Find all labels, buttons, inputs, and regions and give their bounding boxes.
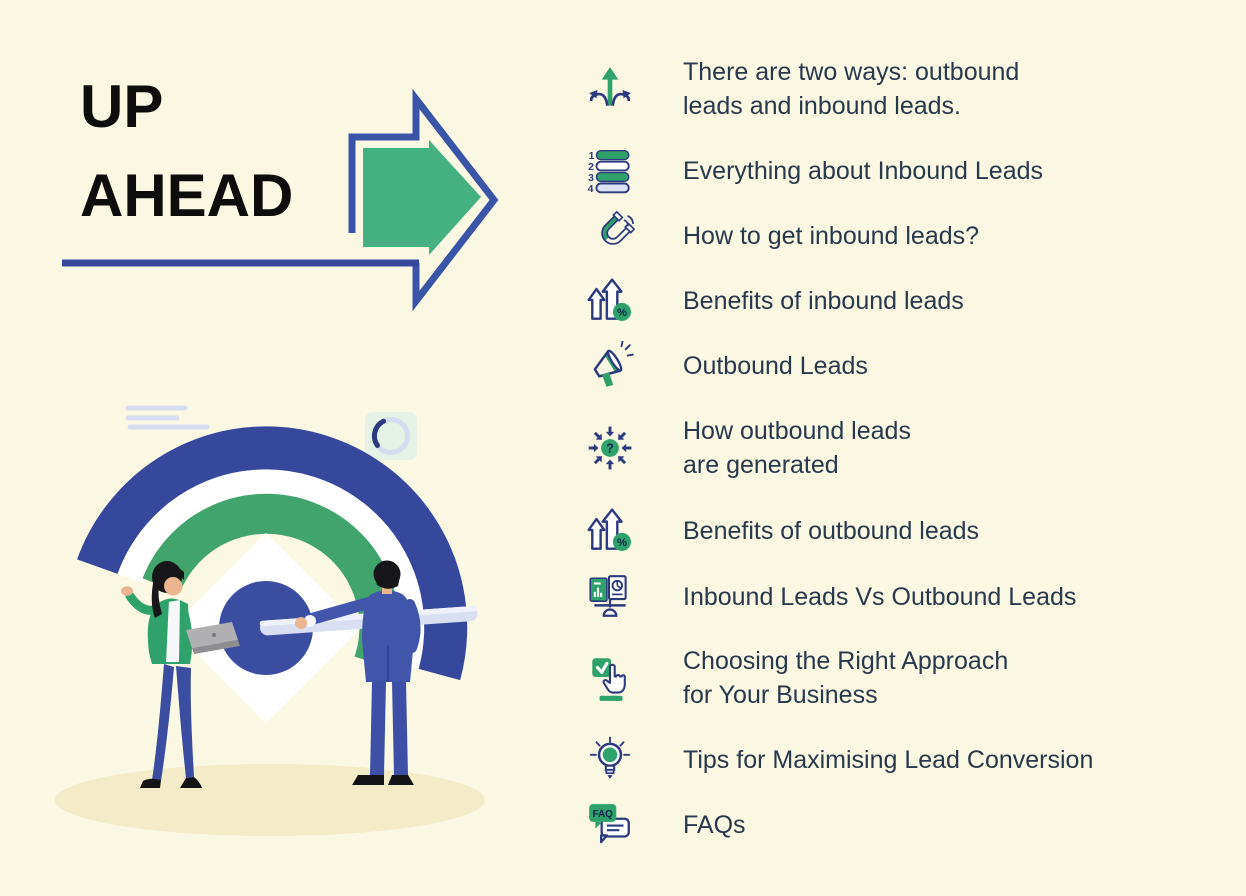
skeleton-lines-decor bbox=[125, 405, 210, 430]
page-title-line1: UP bbox=[80, 73, 164, 140]
idea-bulb-icon bbox=[583, 735, 637, 785]
faq-bubbles-icon: FAQ bbox=[583, 800, 637, 850]
megaphone-icon bbox=[583, 341, 637, 391]
arrow-graphic bbox=[62, 88, 499, 312]
toc-item-label: Benefits of outbound leads bbox=[683, 517, 980, 545]
report-comparison-icon bbox=[583, 572, 637, 622]
choose-click-icon bbox=[583, 653, 637, 703]
svg-text:?: ? bbox=[606, 442, 614, 456]
svg-text:4: 4 bbox=[588, 184, 594, 195]
toc-item-how-outbound-generated: ? How outbound leads are generated bbox=[583, 417, 911, 479]
growth-percent-icon: % bbox=[583, 276, 637, 326]
svg-text:1: 1 bbox=[589, 151, 595, 162]
toc-item-label: Tips for Maximising Lead Conversion bbox=[683, 746, 1094, 774]
woman-figure bbox=[121, 561, 240, 788]
arrow-green-fill bbox=[363, 140, 481, 255]
ground-shadow bbox=[55, 764, 485, 836]
toc-item-label: Everything about Inbound Leads bbox=[683, 157, 1043, 185]
toc-item-benefits-outbound: % Benefits of outbound leads bbox=[583, 500, 979, 562]
page-title-line2: AHEAD bbox=[80, 162, 294, 229]
toc-item-label: How to get inbound leads? bbox=[683, 222, 980, 250]
toc-item-inbound-vs-outbound: Inbound Leads Vs Outbound Leads bbox=[583, 566, 1076, 628]
toc-item-label: Inbound Leads Vs Outbound Leads bbox=[683, 583, 1077, 611]
svg-text:2: 2 bbox=[588, 162, 594, 173]
man-figure bbox=[295, 560, 421, 785]
toc-item-benefits-inbound: % Benefits of inbound leads bbox=[583, 270, 964, 332]
toc-item-get-inbound: How to get inbound leads? bbox=[583, 205, 979, 267]
toc-item-label: FAQs bbox=[683, 811, 746, 839]
toc-item-label: How outbound leads are generated bbox=[683, 417, 911, 479]
toc-item-label: Choosing the Right Approach for Your Bus… bbox=[683, 647, 1009, 709]
toc-item-tips-conversion: Tips for Maximising Lead Conversion bbox=[583, 729, 1093, 791]
toc-item-two-ways: There are two ways: outbound leads and i… bbox=[583, 58, 1019, 120]
gauge-illustration bbox=[55, 405, 485, 836]
toc-item-label: Benefits of inbound leads bbox=[683, 287, 964, 315]
svg-text:%: % bbox=[617, 307, 627, 319]
converge-question-icon: ? bbox=[583, 423, 637, 473]
toc-item-label: There are two ways: outbound leads and i… bbox=[683, 58, 1020, 120]
growth-percent-icon: % bbox=[583, 506, 637, 556]
toc-item-faqs: FAQ FAQs bbox=[583, 794, 746, 856]
toc-item-choosing-approach: Choosing the Right Approach for Your Bus… bbox=[583, 647, 1008, 709]
magnet-icon bbox=[583, 211, 637, 261]
svg-text:%: % bbox=[617, 537, 627, 549]
toc-item-outbound-leads: Outbound Leads bbox=[583, 335, 868, 397]
svg-text:3: 3 bbox=[588, 173, 594, 184]
page-title: UP AHEAD bbox=[80, 62, 293, 240]
branching-arrows-icon bbox=[583, 64, 637, 114]
faq-badge-text: FAQ bbox=[593, 809, 614, 820]
progress-ring-tile bbox=[365, 412, 417, 460]
toc-item-label: Outbound Leads bbox=[683, 352, 868, 380]
arrow-blue-outline bbox=[348, 88, 499, 312]
